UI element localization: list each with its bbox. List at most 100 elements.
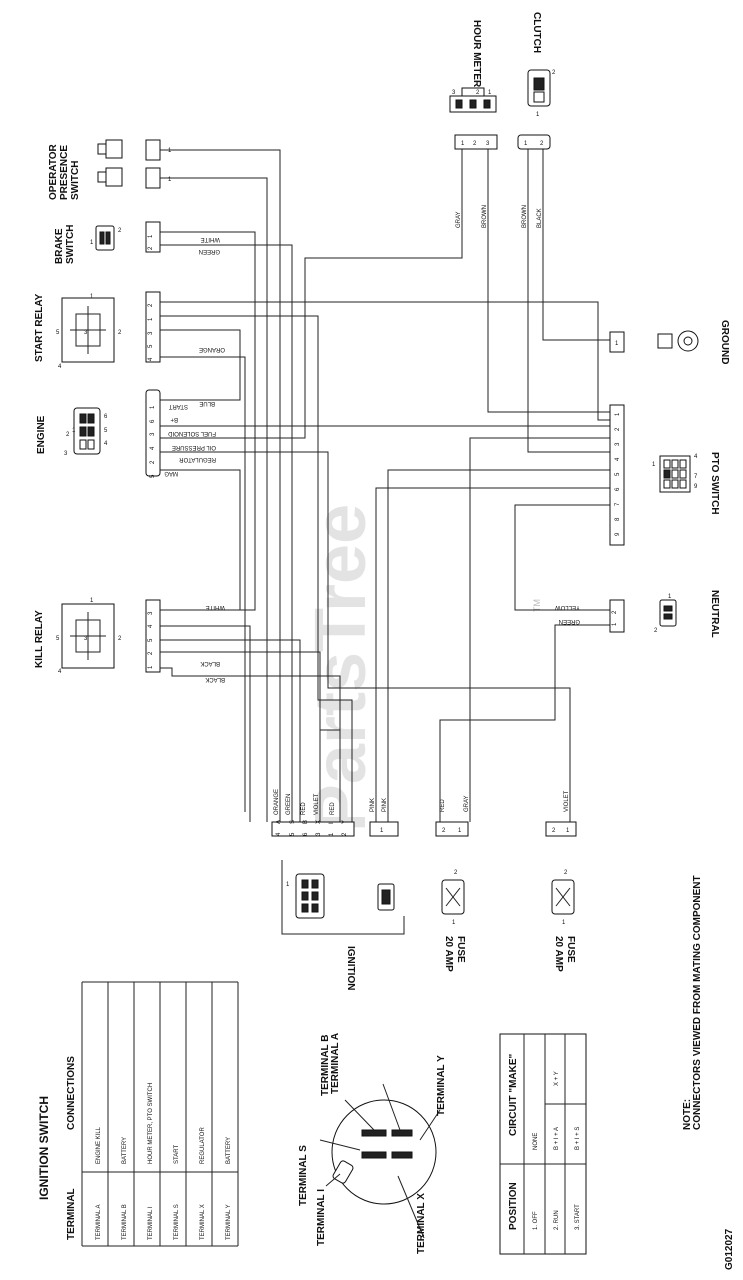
wire-label: WHITE xyxy=(206,604,225,610)
svg-text:1: 1 xyxy=(90,294,94,300)
svg-text:1: 1 xyxy=(72,428,76,434)
engine-pin-number: 6 xyxy=(150,419,156,423)
engine-pin-number: 4 xyxy=(150,446,156,450)
svg-text:4: 4 xyxy=(104,441,108,447)
neutral-label: NEUTRAL xyxy=(709,590,720,638)
engine-pin-number: 5 xyxy=(150,474,156,478)
ignition-pin-number: 2 xyxy=(342,832,348,836)
ground-label: GROUND xyxy=(719,320,730,364)
circuit-header-make: CIRCUIT "MAKE" xyxy=(508,1053,519,1136)
fuse-label-1b: FUSE xyxy=(455,936,466,963)
wire-label: ORANGE xyxy=(274,789,280,815)
svg-text:4: 4 xyxy=(694,454,698,460)
svg-text:3: 3 xyxy=(84,636,88,642)
wire-label: BROWN xyxy=(482,205,488,228)
wire-label: VIOLET xyxy=(314,793,320,815)
ignition-switch-table: IGNITION SWITCH TERMINAL CONNECTIONS xyxy=(37,981,239,1247)
wire-label: PINK xyxy=(382,798,388,812)
circuit-table-position-cell: 2. RUN xyxy=(554,1210,560,1230)
ignition-connector xyxy=(271,821,355,837)
svg-text:1: 1 xyxy=(536,112,540,118)
svg-text:2: 2 xyxy=(654,628,658,634)
pto-pin-number: 1 xyxy=(615,412,621,416)
svg-text:3: 3 xyxy=(64,451,68,457)
watermark-tm: TM xyxy=(532,599,542,612)
circuit-table-make-cell: B + I + A xyxy=(554,1127,560,1150)
wire-harness xyxy=(160,148,612,822)
svg-text:1: 1 xyxy=(612,622,618,626)
circuit-table-make-cell: B + I + S xyxy=(575,1127,581,1150)
wire-label: GREEN xyxy=(286,794,292,815)
ignition-terminal-letter: Y xyxy=(342,820,348,824)
hour-meter-connector xyxy=(454,134,498,150)
relay-pin-numbers: 2 1 3 5 4 3 4 5 2 1 2 1 xyxy=(148,303,618,669)
svg-text:2: 2 xyxy=(552,70,556,76)
pto-pin-number: 5 xyxy=(615,472,621,476)
pto-switch-icon: 1 4 7 9 xyxy=(652,454,698,493)
svg-text:1: 1 xyxy=(168,177,172,183)
ignition-table-terminal-cell: TERMINAL A xyxy=(96,1205,102,1240)
svg-text:2: 2 xyxy=(66,432,70,438)
clutch-connector xyxy=(517,134,551,150)
svg-text:1: 1 xyxy=(524,141,528,147)
ignition-terminal-letter: B xyxy=(303,820,309,824)
ignition-terminal-letter: A xyxy=(276,820,282,824)
svg-text:2: 2 xyxy=(564,870,568,876)
wire-label: START xyxy=(169,403,188,409)
svg-text:2: 2 xyxy=(476,90,480,96)
svg-text:3: 3 xyxy=(148,331,154,335)
wire-label: PINK xyxy=(370,798,376,812)
svg-text:2: 2 xyxy=(552,828,556,834)
wire-label: GRAY xyxy=(464,795,470,812)
operator-presence-label-3: SWITCH xyxy=(70,161,81,200)
clutch-icon: 2 1 xyxy=(527,69,556,118)
ignition-table-connection-cell: START xyxy=(174,1145,180,1164)
pto-pin-number: 2 xyxy=(615,427,621,431)
engine-connector-icon: 2 1 6 5 4 3 xyxy=(64,407,108,457)
svg-text:1: 1 xyxy=(148,665,154,669)
ignition-pin-number: 6 xyxy=(303,832,309,836)
fuse-label-1a: 20 AMP xyxy=(443,936,454,972)
ignition-pin-number: 5 xyxy=(290,832,296,836)
fuse-label-2a: 20 AMP xyxy=(553,936,564,972)
svg-text:3: 3 xyxy=(148,611,154,615)
svg-text:2: 2 xyxy=(148,651,154,655)
wire-label: VIOLET xyxy=(564,790,570,812)
terminal-label-a: TERMINAL A xyxy=(330,1033,341,1094)
svg-text:1: 1 xyxy=(566,828,570,834)
clutch-label: CLUTCH xyxy=(531,12,542,53)
ignition-table-connection-cell: ENGINE KILL xyxy=(96,1126,102,1164)
brake-switch-label-1: BRAKE xyxy=(54,228,65,264)
fuse-icon: 2 1 xyxy=(441,870,465,926)
pto-pin-number: 4 xyxy=(615,457,621,461)
svg-text:1: 1 xyxy=(286,882,290,888)
svg-text:5: 5 xyxy=(148,344,154,348)
svg-text:5: 5 xyxy=(148,638,154,642)
start-relay-label: START RELAY xyxy=(34,293,45,362)
wire-label: BLUE xyxy=(199,400,215,406)
ignition-table-connection-cell: BATTERY xyxy=(122,1137,128,1164)
wire-label: BROWN xyxy=(522,205,528,228)
wire-label: RED xyxy=(440,799,446,812)
ignition-terminal-letter: I xyxy=(329,822,335,824)
ignition-terminal-letter: X xyxy=(316,820,322,824)
svg-text:1: 1 xyxy=(452,920,456,926)
ignition-table-connection-cell: REGULATOR xyxy=(200,1127,206,1164)
wire-label: FUEL SOLENOID xyxy=(168,430,216,436)
terminal-label-x: TERMINAL X xyxy=(416,1193,427,1254)
wire-label: OIL PRESSURE xyxy=(172,444,216,450)
pto-connector xyxy=(609,404,625,546)
svg-text:2: 2 xyxy=(612,610,618,614)
svg-text:2: 2 xyxy=(540,141,544,147)
pto-pin-number: 9 xyxy=(615,532,621,536)
ignition-label: IGNITION xyxy=(345,946,356,990)
wire-label: REGULATOR xyxy=(179,456,216,462)
svg-text:1: 1 xyxy=(488,90,492,96)
ignition-pin-number: 3 xyxy=(316,832,322,836)
svg-text:1: 1 xyxy=(90,240,94,246)
svg-text:2: 2 xyxy=(148,303,154,307)
